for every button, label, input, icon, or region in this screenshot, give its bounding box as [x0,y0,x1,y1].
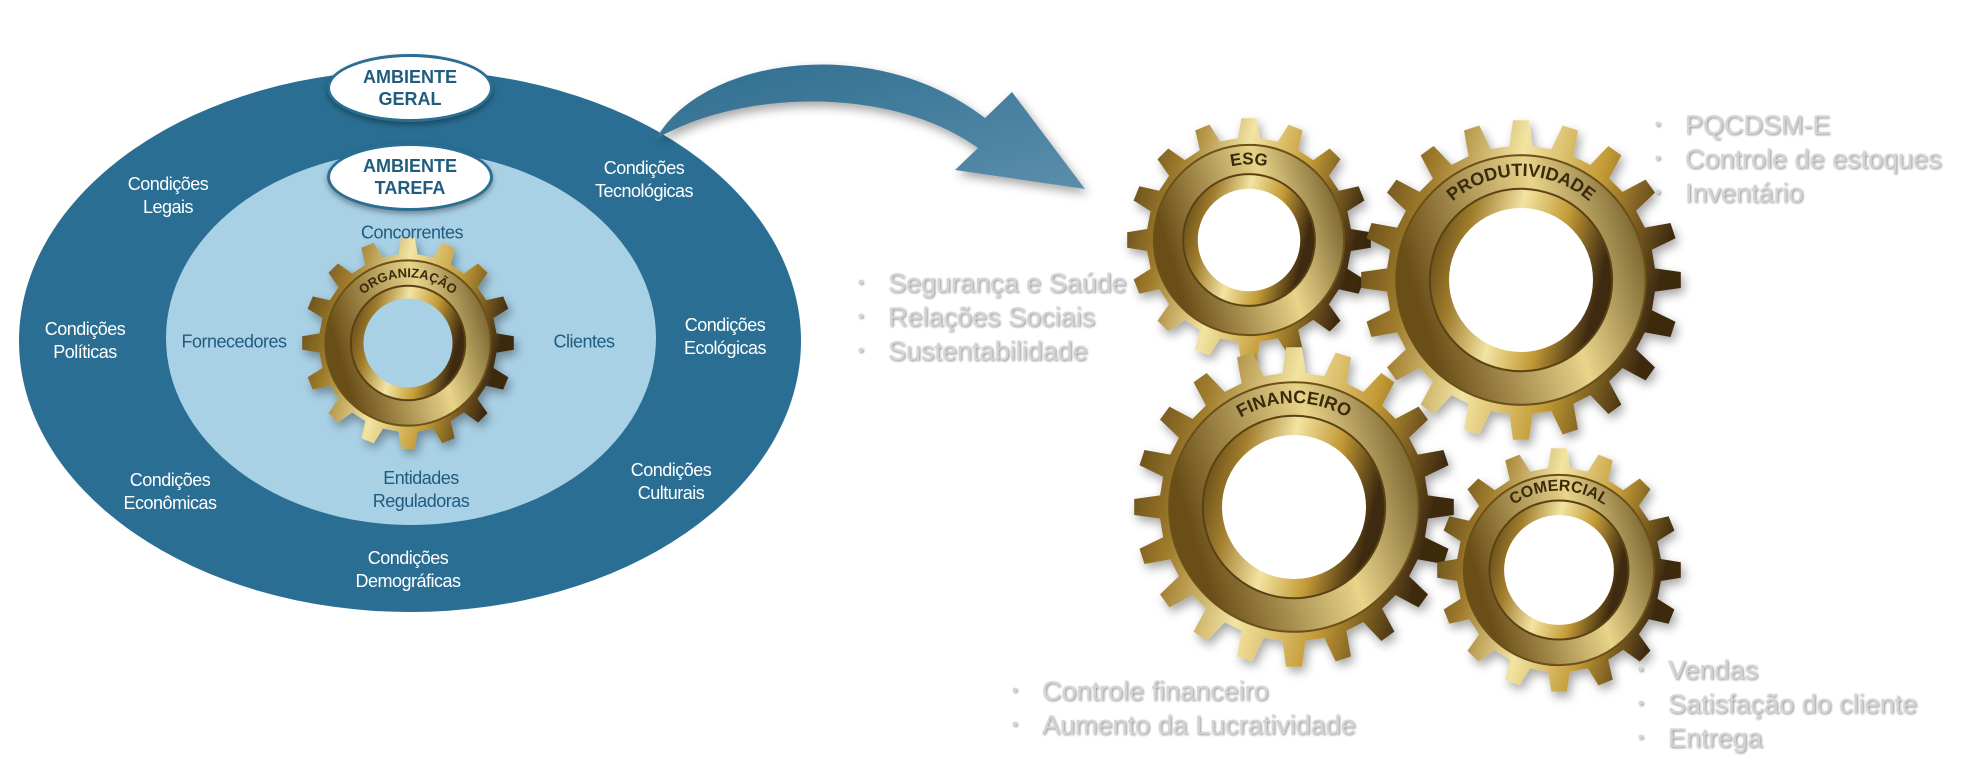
gear-hole [1504,515,1614,625]
curved-arrow [656,64,1085,189]
list-item: Controle financeiro [1012,674,1356,708]
label-competitors: Concorrentes [360,222,464,243]
badge-line: AMBIENTE [363,67,457,87]
list-item: Controle de estoques [1655,142,1942,176]
gear-label: ESG [1229,149,1269,170]
comercial-list: Vendas Satisfação do cliente Entrega [1638,653,1917,755]
label-clients: Clientes [553,331,615,352]
list-item: Sustentabilidade [858,334,1127,368]
produtividade-list: PQCDSM-E Controle de estoques Inventário [1655,108,1942,210]
list-item: PQCDSM-E [1655,108,1942,142]
list-item: Segurança e Saúde [858,266,1127,300]
list-item: Vendas [1638,653,1917,687]
gear-hole [363,298,453,388]
badge-line: GERAL [378,89,442,109]
list-item: Satisfação do cliente [1638,687,1917,721]
general-environment-badge: AMBIENTE GERAL [327,54,493,122]
gear-hole [1449,208,1593,352]
produtividade-gear: PRODUTIVIDADE [1361,120,1681,440]
comercial-gear: COMERCIAL [1437,448,1681,692]
badge-line: AMBIENTE [363,156,457,176]
list-item: Entrega [1638,721,1917,755]
gear-label-text: ESG [1229,149,1269,170]
financeiro-list: Controle financeiro Aumento da Lucrativi… [1012,674,1356,742]
esg-gear: ESG [1127,118,1371,362]
gear-hole [1197,188,1301,292]
organizacao-gear: ORGANIZAÇÃO [302,237,514,449]
esg-list: Segurança e Saúde Relações Sociais Suste… [858,266,1127,368]
list-item: Aumento da Lucratividade [1012,708,1356,742]
label-suppliers: Fornecedores [181,331,287,352]
list-item: Relações Sociais [858,300,1127,334]
task-environment-badge: AMBIENTE TAREFA [327,143,493,211]
list-item: Inventário [1655,176,1942,210]
gear-hole [1222,435,1366,579]
financeiro-gear: FINANCEIRO [1134,347,1454,667]
badge-line: TAREFA [374,178,446,198]
